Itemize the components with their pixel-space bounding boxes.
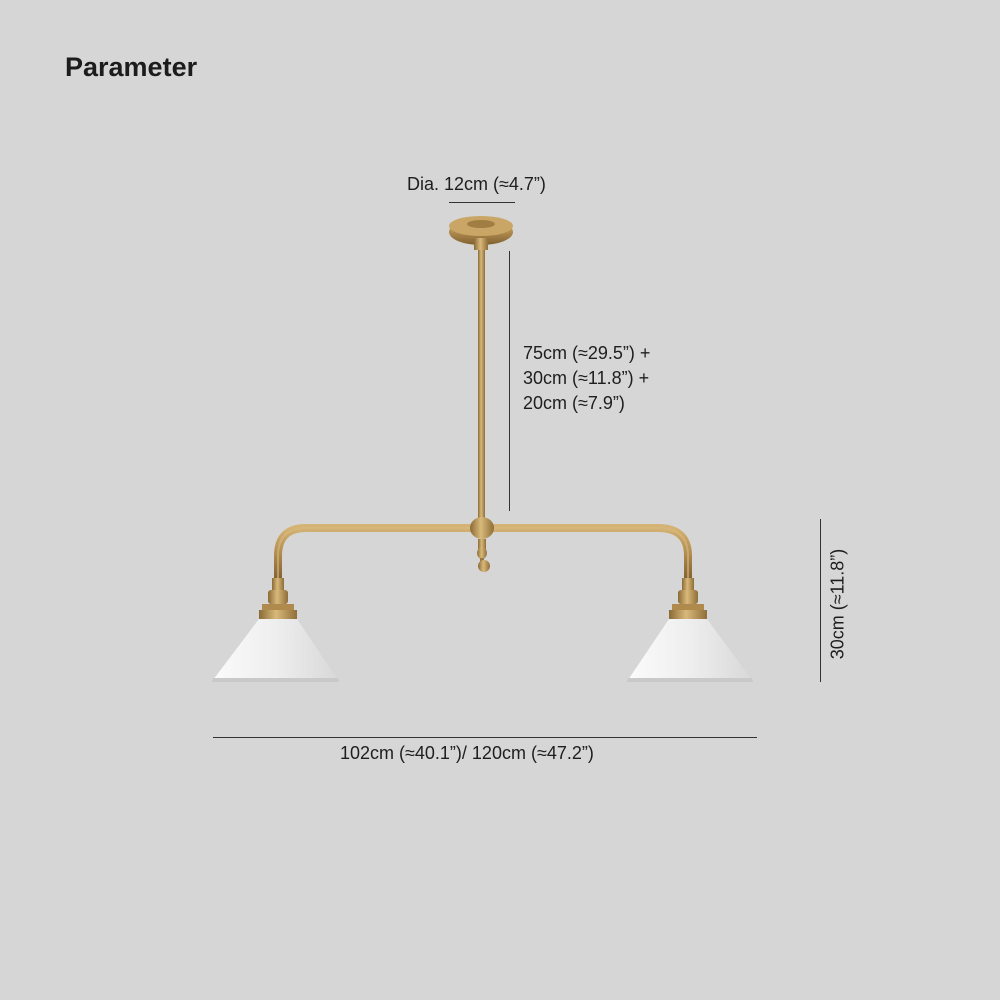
drop-length-line-2: 30cm (≈11.8”) +	[523, 368, 650, 388]
drop-length-label: 75cm (≈29.5”) + 30cm (≈11.8”) + 20cm (≈7…	[523, 341, 650, 416]
height-label: 30cm (≈11.8”)	[827, 548, 848, 660]
height-dimension-line	[820, 519, 821, 682]
width-label: 102cm (≈40.1”)/ 120cm (≈47.2”)	[340, 743, 594, 763]
left-lamp-shade	[213, 619, 338, 680]
left-socket	[259, 578, 297, 619]
drop-length-line-1: 75cm (≈29.5”) +	[523, 343, 651, 363]
diameter-label: Dia. 12cm (≈4.7”)	[407, 174, 546, 194]
diameter-dimension-line	[449, 202, 515, 203]
drop-dimension-line	[509, 251, 510, 511]
drop-length-line-3: 20cm (≈7.9”)	[523, 393, 625, 413]
center-finial	[470, 517, 494, 572]
right-lamp-shade	[628, 619, 752, 680]
ceiling-canopy	[449, 216, 513, 250]
right-socket	[669, 578, 707, 619]
page-title: Parameter	[65, 52, 198, 82]
suspension-rod	[478, 250, 485, 518]
width-dimension-line	[213, 737, 757, 738]
